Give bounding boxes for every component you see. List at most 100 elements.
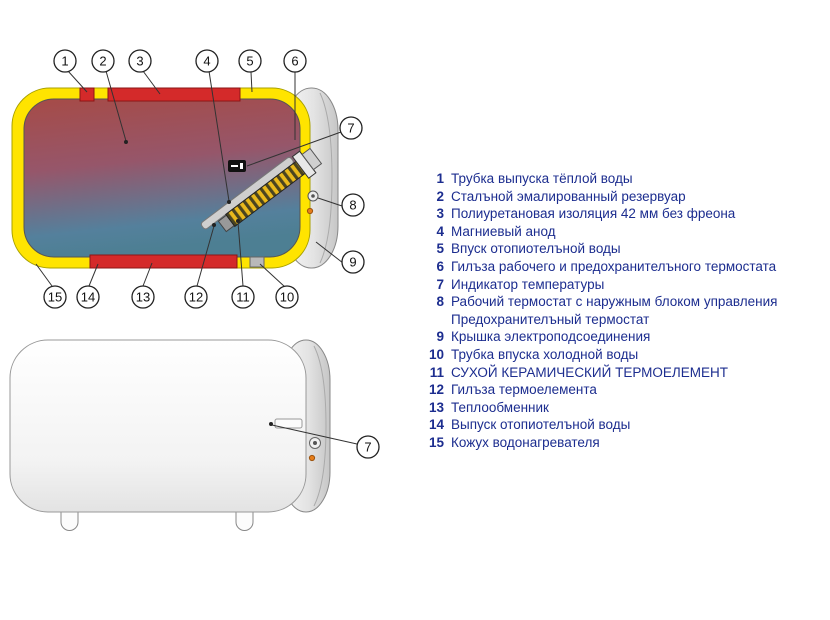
callout-exterior-7: 7 [356, 435, 380, 459]
legend-item-text: Индикатор температуры [451, 276, 605, 292]
svg-text:4: 4 [203, 54, 210, 69]
callout-11: 11 [231, 285, 255, 309]
svg-text:6: 6 [291, 54, 298, 69]
legend-item-number: 3 [436, 206, 444, 222]
legend-item-15: 15 Кожух водонагревателя [424, 434, 824, 452]
callout-15: 15 [43, 285, 67, 309]
svg-text:12: 12 [189, 290, 203, 305]
svg-text:2: 2 [99, 54, 106, 69]
callout-5: 5 [238, 49, 262, 73]
callout-3: 3 [128, 49, 152, 73]
callout-12: 12 [184, 285, 208, 309]
legend-item-text: Теплообменник [451, 399, 549, 415]
legend-item-number: 12 [428, 382, 444, 398]
callout-13: 13 [131, 285, 155, 309]
callout-2: 2 [91, 49, 115, 73]
legend-item-text: СУХОЙ КЕРАМИЧЕСКИЙ ТЕРМОЕЛЕМЕНТ [451, 364, 729, 380]
svg-text:9: 9 [349, 255, 356, 270]
svg-text:7: 7 [364, 440, 371, 455]
legend-item-number: 5 [436, 241, 444, 257]
thermostat-knob-dot [311, 194, 315, 198]
exterior-signal-lamp [308, 454, 316, 462]
legend-item-text: Выпуск отопиотелъной воды [451, 417, 631, 433]
callout-9: 9 [341, 250, 365, 274]
callout-10: 10 [275, 285, 299, 309]
legend-item-1: 1 Трубка выпуска тёплой воды [424, 170, 824, 188]
heating-element-assembly [200, 147, 323, 233]
legend-item-text: Крышка электроподсоединения [451, 329, 651, 345]
legend-item-6: 6 Гилъза рабочего и предохранителъного те… [424, 258, 824, 276]
leader-dots [124, 140, 240, 227]
legend-item-text: Полиуретановая изоляция 42 мм без фреона [451, 206, 736, 222]
callout-8: 8 [341, 193, 365, 217]
temperature-indicator-icon [228, 160, 246, 172]
legend-item-text: Трубка впуска холодной воды [451, 346, 639, 362]
legend-item-13: 13 Теплообменник [424, 399, 824, 417]
legend-item-number: 15 [428, 434, 444, 450]
legend-item-number: 4 [436, 223, 444, 239]
legend-item-number: 2 [436, 188, 444, 204]
exterior-cap-seam [313, 345, 327, 507]
legend-item-9: 9 Крышка электроподсоединения [424, 328, 824, 346]
exterior-diagram: 7 [9, 339, 380, 531]
legend-item-10: 10 Трубка впуска холодной воды [424, 346, 824, 364]
callouts-cross-section: 1 2 3 4 5 [43, 49, 365, 309]
legend-item-text: Магниевый анод [451, 223, 556, 239]
callout-4: 4 [195, 49, 219, 73]
legend-item-7: 7 Индикатор температуры [424, 276, 824, 294]
legend-item-number: 8 [436, 294, 444, 310]
svg-text:15: 15 [48, 290, 62, 305]
legend-item-number: 13 [428, 399, 444, 415]
legend-item-number: 14 [428, 417, 444, 433]
legend-item-8-cont: Предохранителъный термостат [424, 311, 824, 329]
legend-item-number: 11 [429, 364, 444, 380]
water-heater-diagrams: 1 2 3 4 5 [9, 49, 380, 531]
signal-lamp [306, 207, 314, 215]
callout-6: 6 [283, 49, 307, 73]
brand-badge [274, 418, 303, 429]
svg-text:10: 10 [280, 290, 294, 305]
svg-text:8: 8 [349, 198, 356, 213]
tank-interior [23, 98, 301, 258]
legend-item-number: 6 [436, 258, 444, 274]
legend-item-number: 1 [436, 171, 444, 186]
cross-section-diagram: 1 2 3 4 5 [11, 49, 365, 309]
svg-text:5: 5 [246, 54, 253, 69]
svg-text:13: 13 [136, 290, 150, 305]
exterior-leader-dot [269, 422, 273, 426]
end-cap-seam [319, 92, 333, 264]
casing-body [9, 339, 307, 513]
hot-water-outlet-tube [79, 87, 95, 102]
svg-text:14: 14 [81, 290, 95, 305]
legend-item-number: 7 [436, 276, 444, 292]
legend-item-number: 10 [428, 346, 444, 362]
legend-item-text: Гилъза рабочего и предохранителъного тер… [451, 258, 777, 274]
legend-item-text: Гилъза термоелемента [451, 382, 597, 398]
svg-text:1: 1 [61, 54, 68, 69]
legend-item-2: 2 Сталъной эмалированный резервуар [424, 188, 824, 206]
legend-item-text: Кожух водонагревателя [451, 434, 600, 450]
svg-text:7: 7 [347, 121, 354, 136]
legend: 1 Трубка выпуска тёплой воды 2 Сталъной эма… [424, 170, 824, 452]
cold-water-inlet-tube [249, 256, 265, 268]
legend-item-text: Трубка выпуска тёплой воды [451, 171, 633, 186]
leader-lines [35, 70, 344, 288]
legend-item-3: 3 Полиуретановая изоляция 42 мм без фреон… [424, 205, 824, 223]
svg-text:11: 11 [236, 290, 250, 305]
legend-item-14: 14 Выпуск отопиотелъной воды [424, 416, 824, 434]
callout-1: 1 [53, 49, 77, 73]
svg-text:3: 3 [136, 54, 143, 69]
legend-item-11: 11 СУХОЙ КЕРАМИЧЕСКИЙ ТЕРМОЕЛЕМЕНТ [424, 364, 824, 382]
legend-item-text: Предохранителъный термостат [451, 311, 650, 327]
legend-item-text: Сталъной эмалированный резервуар [451, 188, 686, 204]
exterior-leader-line [271, 424, 358, 445]
legend-item-8: 8 Рабочий термостат с наружным блоком упр… [424, 293, 824, 311]
heating-water-inlet-pipe [107, 87, 241, 102]
legend-item-number: 9 [436, 329, 444, 345]
legend-item-12: 12 Гилъза термоелемента [424, 381, 824, 399]
legend-item-number [424, 311, 444, 329]
callout-7: 7 [339, 116, 363, 140]
legend-item-text: Рабочий термостат с наружным блоком упра… [451, 294, 778, 310]
